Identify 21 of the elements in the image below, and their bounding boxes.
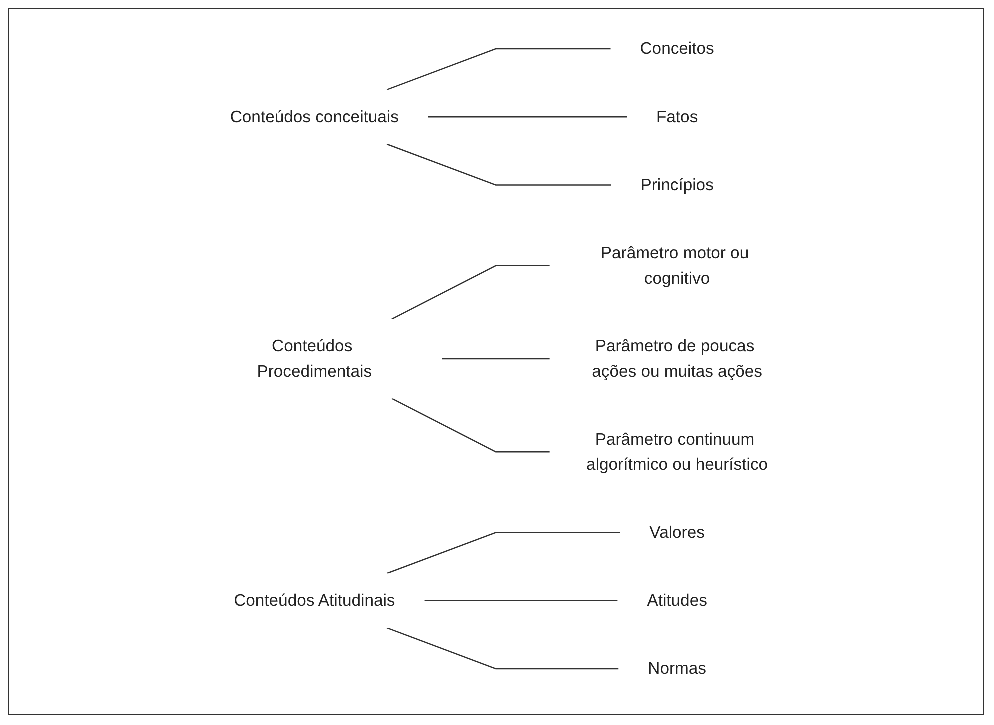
node-text: Valores [650, 523, 705, 542]
node-text: Conceitos [640, 39, 714, 58]
node-text: Conteúdos Atitudinais [234, 591, 396, 610]
connector [442, 358, 550, 360]
node-text: Princípios [640, 176, 714, 194]
node-text: Parâmetro motor ou cognitivo [600, 244, 750, 288]
connector [392, 265, 550, 320]
node-text: Normas [648, 659, 706, 678]
connector [386, 48, 611, 91]
connector [428, 116, 628, 118]
node-text: Parâmetro de poucas ações ou muitas ações [592, 336, 763, 381]
node-text: Parâmetro continuum algorítmico ou heurístico [586, 430, 768, 474]
connector [386, 532, 620, 574]
node-text: Conteúdos conceituais [230, 108, 399, 126]
connector [386, 627, 619, 670]
node-text: Fatos [656, 108, 698, 126]
connector [424, 600, 618, 602]
connector [392, 398, 550, 453]
node-text: Atitudes [647, 591, 708, 610]
connector [386, 144, 612, 186]
node-text: Conteúdos Procedimentais [257, 336, 372, 381]
